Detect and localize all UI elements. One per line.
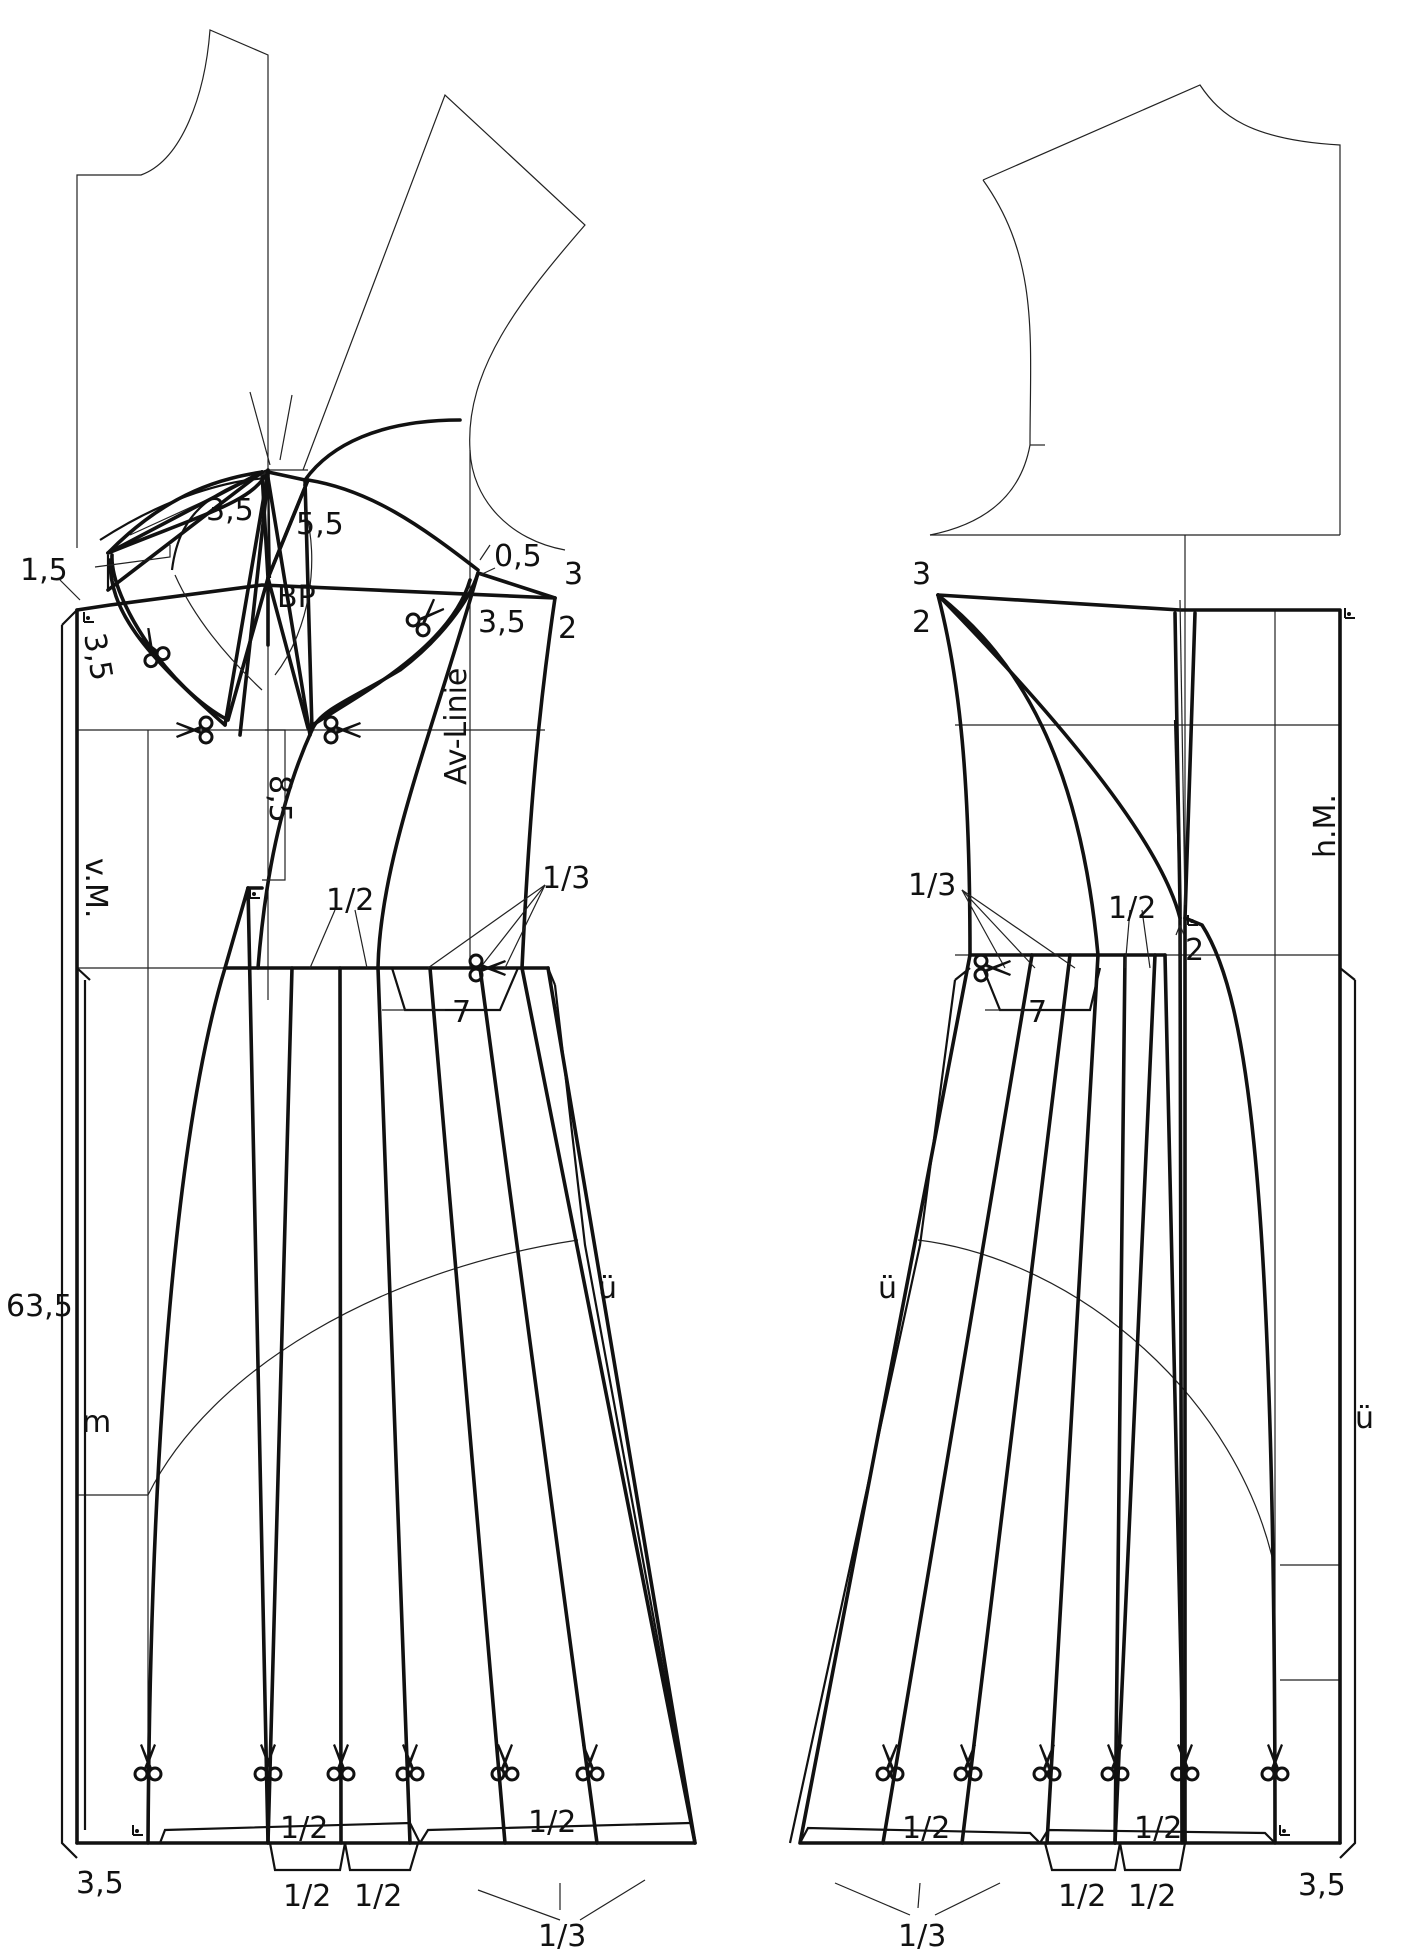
measure-label: 1/2 — [283, 1879, 331, 1914]
measure-label: 3,5 — [76, 630, 119, 683]
scissors-icon — [575, 1742, 605, 1782]
scissors-icon — [953, 1742, 983, 1782]
overlap-label: ü — [1355, 1401, 1374, 1436]
overlap-label: ü — [878, 1271, 897, 1306]
measure-label: 1/3 — [542, 861, 590, 896]
back-dimension-lines — [834, 599, 1186, 1916]
center-front-label: v.M. — [78, 858, 113, 918]
measure-label: 0,5 — [494, 539, 542, 574]
back-base-block — [917, 84, 1341, 1843]
measure-label: 7 — [452, 995, 471, 1030]
measure-label: 1/2 — [1134, 1811, 1182, 1846]
overlap-label: ü — [598, 1271, 617, 1306]
measure-label: 7 — [1028, 995, 1047, 1030]
scissors-icon — [973, 953, 1013, 983]
measure-label: 1/2 — [528, 1805, 576, 1840]
measure-label: 5,5 — [296, 507, 344, 542]
measure-label: 3,5 — [1298, 1868, 1346, 1903]
measure-label: 2 — [558, 611, 577, 646]
back-pleat-lines — [788, 719, 1357, 1872]
right-angle-mark-icon — [1279, 1824, 1291, 1836]
front-dimension-lines — [59, 391, 646, 1921]
measure-label: 1/3 — [898, 1919, 946, 1954]
front-upper-contour — [106, 418, 557, 970]
measure-label: 1/2 — [1058, 1879, 1106, 1914]
front-length-label: 63,5 — [6, 1289, 73, 1324]
right-angle-mark-icon — [1344, 607, 1356, 619]
measure-label: 1/2 — [1108, 891, 1156, 926]
scissors-icon — [129, 623, 173, 671]
scissors-icon — [395, 1742, 425, 1782]
front-pattern: BP Av-Linie v.M. m ü 63,5 1,5 3,5 5,5 3,… — [6, 29, 697, 1954]
right-angle-mark-icon — [132, 1824, 144, 1836]
measure-label: 1/2 — [354, 1879, 402, 1914]
measure-label: 3 — [564, 557, 583, 592]
measure-label: 1/2 — [326, 883, 374, 918]
measure-label: 3,5 — [478, 605, 526, 640]
scissors-icon — [1032, 1742, 1062, 1782]
right-angle-mark-icon — [83, 611, 95, 623]
armhole-line-label: Av-Linie — [439, 668, 474, 785]
measure-label: 3 — [912, 557, 931, 592]
measure-label: 2 — [1185, 933, 1204, 968]
bust-point-label: BP — [277, 580, 316, 615]
measure-label: 8,5 — [262, 775, 297, 823]
front-pleat-lines — [60, 609, 697, 1872]
measure-label: 1/2 — [280, 1811, 328, 1846]
measure-label: 1/3 — [908, 868, 956, 903]
measure-label: 1/2 — [1128, 1879, 1176, 1914]
back-pattern: h.M. ü ü 3 2 1/3 1/2 2 7 3,5 1/2 1/2 1/2… — [788, 84, 1374, 1954]
measure-label: 3,5 — [206, 493, 254, 528]
center-back-label: h.M. — [1308, 794, 1343, 858]
hip-mark-label: m — [82, 1405, 111, 1440]
scissors-icon — [253, 1742, 283, 1782]
measure-label: 2 — [912, 605, 931, 640]
back-main-outline — [798, 593, 1342, 1845]
measure-label: 3,5 — [76, 1866, 124, 1901]
front-main-outline — [75, 583, 697, 1845]
measure-label: 1/3 — [538, 1919, 586, 1954]
measure-label: 1/2 — [902, 1811, 950, 1846]
measure-label: 1,5 — [20, 553, 68, 588]
